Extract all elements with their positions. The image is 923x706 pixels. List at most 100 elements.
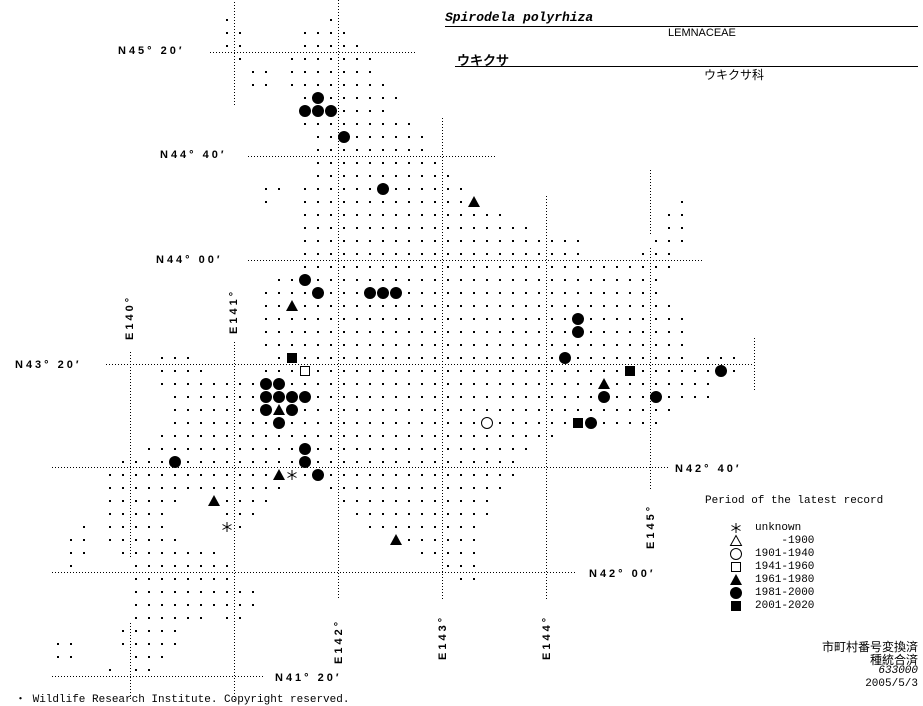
mesh-dot — [330, 97, 332, 99]
mesh-dot — [356, 149, 358, 151]
mesh-dot — [278, 487, 280, 489]
mesh-dot — [395, 461, 397, 463]
mesh-dot — [382, 370, 384, 372]
mesh-dot — [395, 266, 397, 268]
copyright-footer: ・ Wildlife Research Institute. Copyright… — [15, 694, 350, 706]
filled-circle-icon — [312, 105, 324, 117]
mesh-dot — [226, 487, 228, 489]
mesh-dot — [395, 318, 397, 320]
mesh-dot — [564, 253, 566, 255]
mesh-dot — [369, 344, 371, 346]
mesh-dot — [486, 370, 488, 372]
mesh-dot — [629, 331, 631, 333]
mesh-dot — [434, 318, 436, 320]
filled-circle-icon — [312, 287, 324, 299]
mesh-dot — [382, 461, 384, 463]
mesh-dot — [538, 409, 540, 411]
mesh-dot — [473, 526, 475, 528]
mesh-dot — [460, 474, 462, 476]
mesh-dot — [460, 409, 462, 411]
family-latin: LEMNACEAE — [668, 27, 736, 39]
mesh-dot — [343, 279, 345, 281]
mesh-dot — [395, 279, 397, 281]
mesh-dot — [434, 409, 436, 411]
mesh-dot — [265, 344, 267, 346]
mesh-dot — [122, 500, 124, 502]
mesh-dot — [70, 656, 72, 658]
mesh-dot — [577, 305, 579, 307]
filled-square-icon — [625, 366, 635, 376]
mesh-dot — [226, 45, 228, 47]
mesh-dot — [278, 435, 280, 437]
mesh-dot — [369, 500, 371, 502]
mesh-dot — [564, 396, 566, 398]
mesh-dot — [668, 344, 670, 346]
mesh-dot — [668, 383, 670, 385]
mesh-dot — [577, 344, 579, 346]
mesh-dot — [291, 435, 293, 437]
mesh-dot — [161, 474, 163, 476]
mesh-dot — [603, 279, 605, 281]
mesh-dot — [330, 409, 332, 411]
mesh-dot — [187, 487, 189, 489]
filled-triangle-icon — [273, 469, 285, 480]
mesh-dot — [473, 396, 475, 398]
mesh-dot — [655, 409, 657, 411]
mesh-dot — [330, 162, 332, 164]
mesh-dot — [551, 435, 553, 437]
filled-circle-icon — [299, 105, 311, 117]
mesh-dot — [447, 435, 449, 437]
filled-circle-icon — [273, 378, 285, 390]
mesh-dot — [148, 643, 150, 645]
mesh-dot — [668, 370, 670, 372]
mesh-dot — [187, 461, 189, 463]
mesh-dot — [304, 45, 306, 47]
mesh-dot — [317, 357, 319, 359]
mesh-dot — [382, 97, 384, 99]
mesh-dot — [278, 318, 280, 320]
mesh-dot — [512, 370, 514, 372]
mesh-dot — [369, 162, 371, 164]
mesh-dot — [395, 526, 397, 528]
mesh-dot — [577, 240, 579, 242]
mesh-dot — [603, 266, 605, 268]
legend-label: 1981-2000 — [755, 586, 815, 599]
mesh-dot — [343, 305, 345, 307]
mesh-dot — [252, 71, 254, 73]
mesh-dot — [213, 604, 215, 606]
mesh-dot — [473, 487, 475, 489]
mesh-dot — [343, 383, 345, 385]
mesh-dot — [304, 474, 306, 476]
mesh-dot — [174, 474, 176, 476]
mesh-dot — [369, 370, 371, 372]
mesh-dot — [720, 357, 722, 359]
mesh-dot — [577, 357, 579, 359]
mesh-dot — [317, 201, 319, 203]
mesh-dot — [460, 396, 462, 398]
mesh-dot — [265, 487, 267, 489]
mesh-dot — [304, 32, 306, 34]
mesh-dot — [317, 84, 319, 86]
mesh-dot — [174, 370, 176, 372]
mesh-dot — [135, 643, 137, 645]
mesh-dot — [343, 123, 345, 125]
mesh-dot — [382, 136, 384, 138]
mesh-dot — [356, 305, 358, 307]
mesh-dot — [434, 344, 436, 346]
mesh-dot — [278, 448, 280, 450]
mesh-dot — [473, 214, 475, 216]
mesh-dot — [538, 331, 540, 333]
mesh-dot — [486, 214, 488, 216]
mesh-dot — [447, 396, 449, 398]
mesh-dot — [148, 656, 150, 658]
legend-label: 1901-1940 — [755, 547, 815, 560]
legend-item: 1981-2000 — [728, 586, 815, 599]
mesh-dot — [434, 305, 436, 307]
mesh-dot — [317, 123, 319, 125]
mesh-dot — [473, 370, 475, 372]
mesh-dot — [135, 500, 137, 502]
mesh-dot — [304, 97, 306, 99]
mesh-dot — [200, 461, 202, 463]
mesh-dot — [603, 292, 605, 294]
open-circle-icon — [730, 548, 742, 560]
